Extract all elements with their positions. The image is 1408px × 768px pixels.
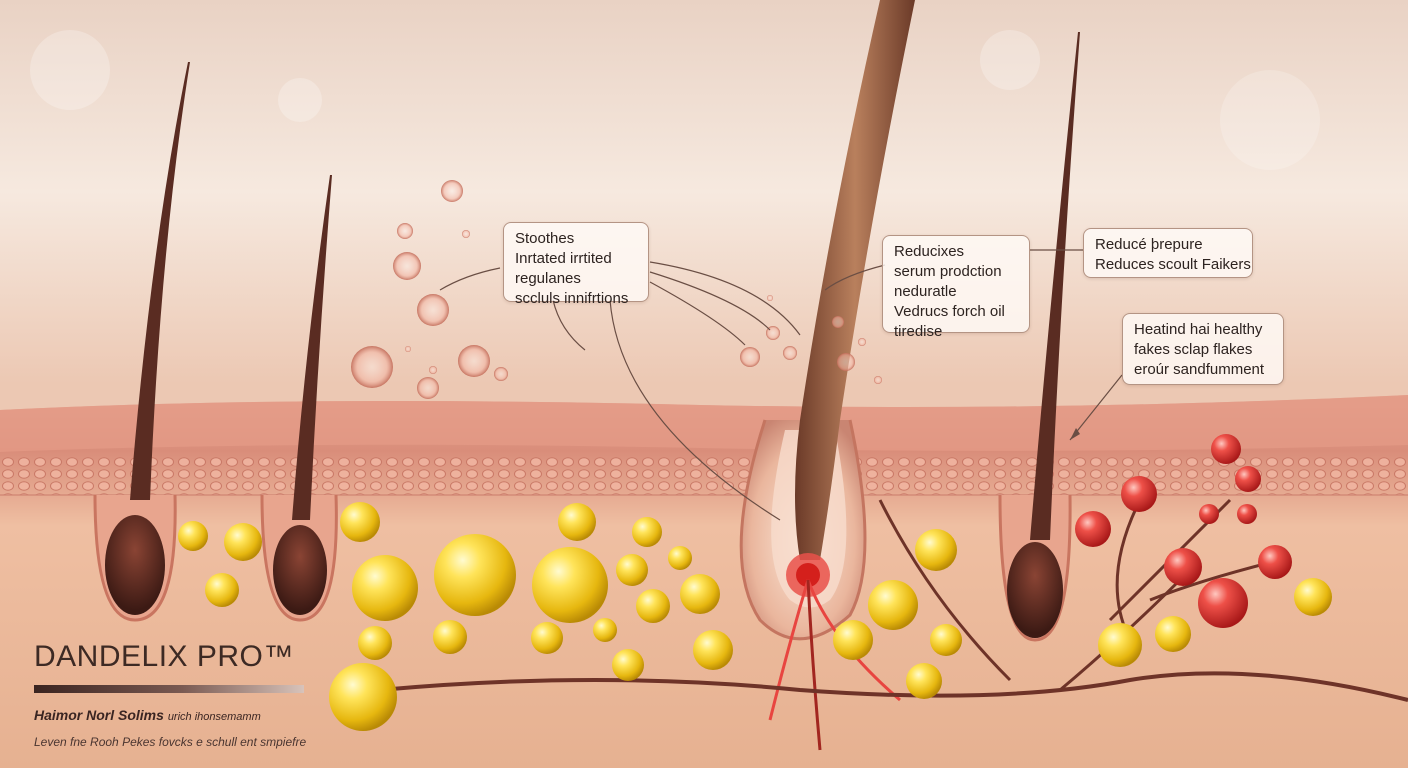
brand-underline	[34, 685, 304, 693]
callout-healthy-line: fakes sclap flakes	[1134, 341, 1253, 358]
callout-reduce-flakes: Reducé þrepure Reduces scoult Faikers	[1083, 228, 1253, 278]
callout-sebum-line: Reducixes	[894, 243, 965, 260]
brand-block: DANDELIX PRO™ Haimor Norl Solims urich i…	[34, 640, 306, 749]
brand-tagline-small: urich ihonsemamm	[167, 711, 261, 723]
oil-droplets	[178, 502, 1332, 731]
callout-soothes-line: regulanes	[515, 270, 581, 287]
brand-subtagline: Leven fne Rooh Pekes fovcks e schull ent…	[34, 735, 307, 749]
callout-sebum-line: neduratle	[894, 283, 957, 300]
callout-soothes-line: Stoothes	[515, 230, 575, 247]
callout-leaders	[439, 249, 1123, 521]
brand-tagline-main: Haimor Norl Solims	[34, 707, 164, 723]
callout-flakes-line: Reducé þrepure	[1095, 236, 1203, 253]
callout-sebum-line: serum prodction	[894, 263, 1002, 280]
callout-healthy-line: Heatind hai healthy	[1134, 321, 1263, 338]
callout-reduces-sebum: Reducixes serum prodction neduratle Vedr…	[882, 235, 1030, 340]
callout-soothes-line: sccluls innifrtions	[515, 290, 629, 307]
callout-soothes-line: Inrtated irrtited	[515, 250, 612, 267]
blood-cells	[1075, 434, 1292, 628]
callout-flakes-line: Reduces scoult Faikers	[1095, 256, 1251, 273]
callout-sebum-line: Vedrucs forch oil	[894, 303, 1005, 320]
brand-tagline: Haimor Norl Solims urich ihonsemamm	[34, 707, 306, 723]
callout-soothes: Stoothes Inrtated irrtited regulanes scc…	[503, 222, 649, 307]
brand-name: DANDELIX PRO™	[34, 640, 294, 673]
callout-sebum-line: tiredise	[894, 323, 943, 340]
callout-healthy-line: eroúr sandfumment	[1134, 361, 1265, 378]
callout-healthy-scalp: Heatind hai healthy fakes sclap flakes e…	[1122, 313, 1284, 385]
